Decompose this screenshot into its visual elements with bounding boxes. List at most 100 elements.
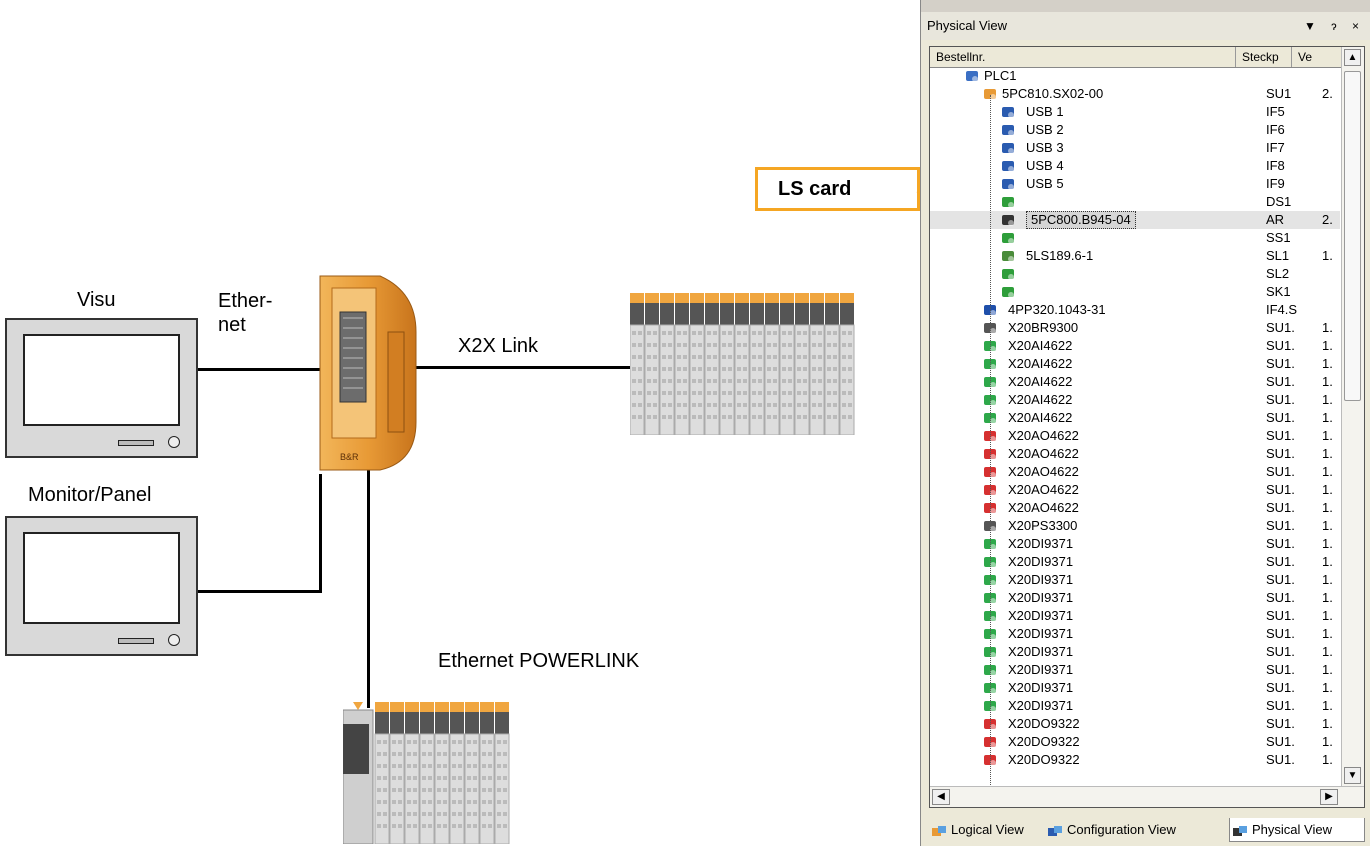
tab-configuration-view[interactable]: Configuration View — [1045, 818, 1225, 842]
x2x-link-label: X2X Link — [458, 335, 539, 357]
tree-row[interactable]: PLC1 — [930, 67, 1340, 85]
tree-row[interactable]: X20AI4622 SU1. 1. — [930, 355, 1340, 373]
tree-row[interactable]: SK1 — [930, 283, 1340, 301]
monitor-slot — [118, 440, 154, 446]
tree-row-version: 1. — [1322, 248, 1333, 263]
tree-row-version: 1. — [1322, 428, 1333, 443]
tree-row-version: 1. — [1322, 626, 1333, 641]
configuration-view-icon — [1047, 823, 1063, 837]
tree-row-name: USB 2 — [1026, 122, 1064, 137]
tree-row-version: 1. — [1322, 734, 1333, 749]
tree-row-slot: DS1 — [1266, 194, 1292, 209]
tree-guide-line — [990, 95, 991, 795]
tree-row-slot: SU1. — [1266, 410, 1295, 425]
scroll-down-icon[interactable]: ▼ — [1344, 767, 1361, 784]
tree-row-slot: IF9 — [1266, 176, 1285, 191]
tree-row-name: X20DO9322 — [1008, 716, 1080, 731]
tree-row-name: 5LS189.6-1 — [1026, 248, 1094, 263]
tree-row-name: X20AI4622 — [1008, 356, 1073, 371]
tree-row-version: 1. — [1322, 446, 1333, 461]
tree-row-slot: IF8 — [1266, 158, 1285, 173]
ls-card-callout: LS card — [755, 167, 920, 211]
tree-row-name: X20AI4622 — [1008, 392, 1073, 407]
tree-row[interactable]: SL2 — [930, 265, 1340, 283]
tree-row-slot: SU1. — [1266, 626, 1295, 641]
tree-row-name: X20AI4622 — [1008, 374, 1073, 389]
column-header-version[interactable]: Ve — [1292, 47, 1342, 67]
panel-title: Physical View — [927, 18, 1007, 33]
powerlink-wire — [367, 460, 370, 708]
column-header-order-number[interactable]: Bestellnr. — [930, 47, 1236, 67]
tree-row-slot: SU1. — [1266, 320, 1295, 335]
tree-row-slot: SU1. — [1266, 500, 1295, 515]
horizontal-scrollbar[interactable]: ◀ ▶ — [930, 786, 1364, 807]
tree-row-version: 1. — [1322, 608, 1333, 623]
scroll-left-icon[interactable]: ◀ — [932, 789, 950, 805]
column-header-slot[interactable]: Steckp — [1236, 47, 1292, 67]
tab-label: Logical View — [951, 822, 1024, 837]
tree-row-version: 1. — [1322, 662, 1333, 677]
tree-row-slot: SU1. — [1266, 428, 1295, 443]
ethernet-wire-panel-h — [198, 590, 322, 593]
scroll-right-icon[interactable]: ▶ — [1320, 789, 1338, 805]
tab-logical-view[interactable]: Logical View — [929, 818, 1041, 842]
usb-icon — [1000, 105, 1016, 119]
tree-row[interactable]: SS1 — [930, 229, 1340, 247]
tree-row-version: 1. — [1322, 752, 1333, 767]
tree-row-version: 1. — [1322, 680, 1333, 695]
tree-row-name: X20DI9371 — [1008, 698, 1074, 713]
tree-row-name: 5PC810.SX02-00 — [1002, 86, 1104, 101]
powerlink-label: Ethernet POWERLINK — [438, 650, 640, 672]
scroll-up-icon[interactable]: ▲ — [1344, 49, 1361, 66]
tree-row-slot: SU1. — [1266, 734, 1295, 749]
tree-row[interactable]: DS1 — [930, 193, 1340, 211]
tree-row-slot: SU1. — [1266, 356, 1295, 371]
logical-view-icon — [931, 823, 947, 837]
tree-row-name: X20DI9371 — [1008, 626, 1074, 641]
tree-row[interactable]: X20DI9371 SU1. 1. — [930, 625, 1340, 643]
x2x-io-module-rack-icon — [630, 293, 855, 435]
x2x-wire — [416, 366, 634, 369]
tree-row-slot: SU1. — [1266, 338, 1295, 353]
tree-row-version: 1. — [1322, 500, 1333, 515]
tree-row-version: 1. — [1322, 356, 1333, 371]
tree-row-name: X20AI4622 — [1008, 410, 1073, 425]
panel-window-controls[interactable]: ▼ ɂ × — [1304, 19, 1365, 33]
tree-row-name: X20DI9371 — [1008, 644, 1074, 659]
vertical-scrollbar[interactable]: ▲ ▼ — [1341, 47, 1364, 807]
scroll-thumb[interactable] — [1344, 71, 1361, 401]
tab-physical-view[interactable]: Physical View — [1229, 818, 1365, 842]
